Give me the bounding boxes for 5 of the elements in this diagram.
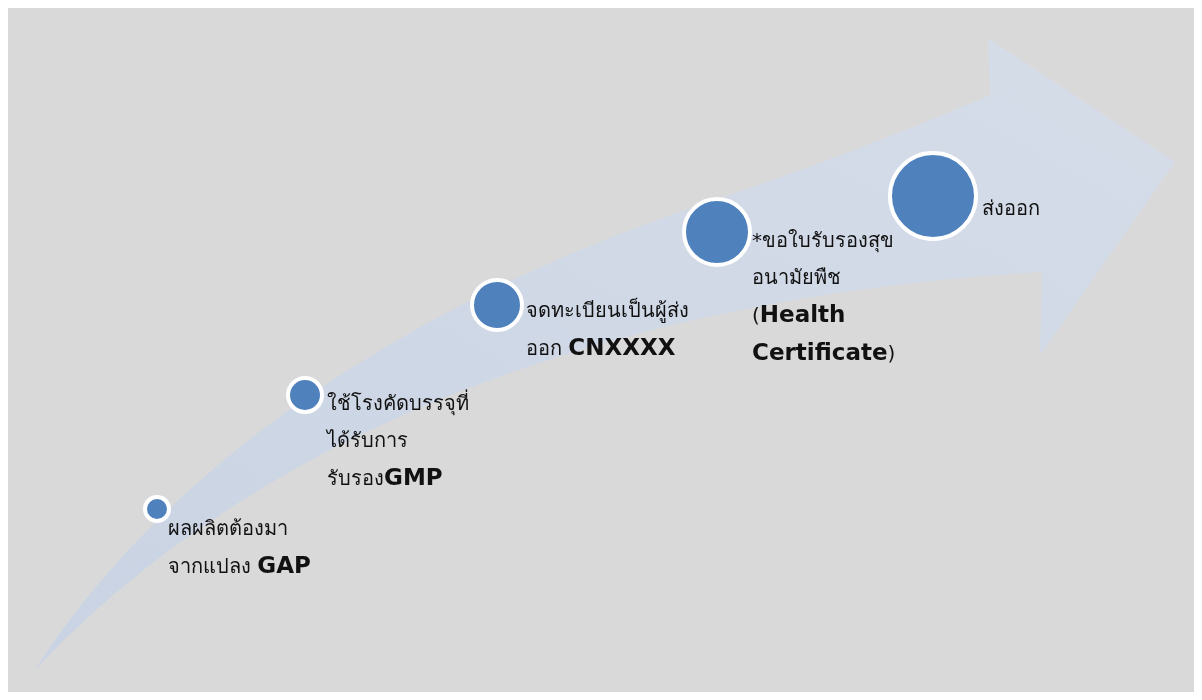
step-label: ผลผลิตต้องมาจากแปลง GAP (168, 515, 312, 580)
step-label: ส่งออก (982, 195, 1041, 222)
step-label: *ขอใบรับรองสุขอนามัยพืช (Health Certificate) (752, 227, 897, 367)
step-label: จดทะเบียนเป็นผู้ส่งออก CNXXXX (526, 296, 690, 362)
step-label: ใช้โรงคัดบรรจุที่ได้รับการรับรองGMP (327, 388, 470, 492)
